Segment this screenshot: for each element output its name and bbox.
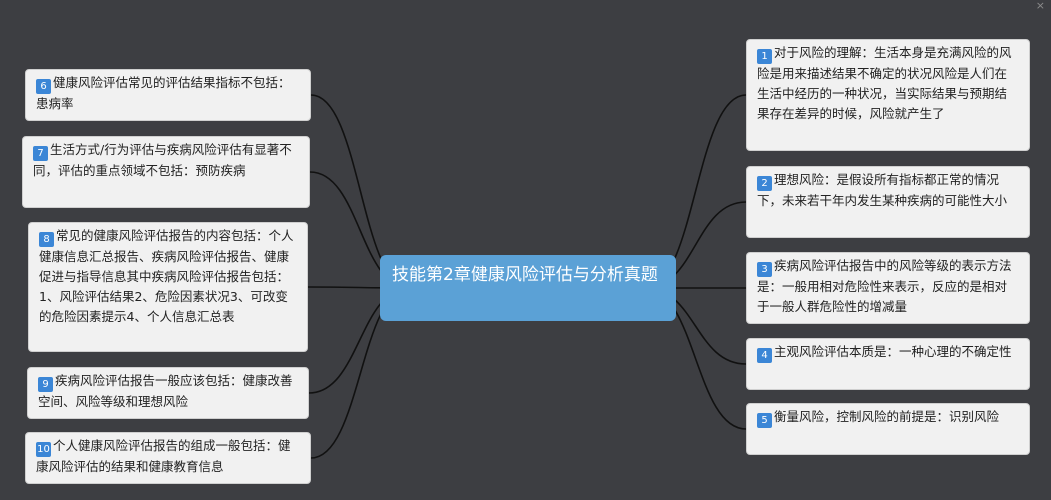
number-badge: 1 (757, 49, 772, 64)
node-text: 常见的健康风险评估报告的内容包括：个人健康信息汇总报告、疾病风险评估报告、健康促… (39, 228, 294, 324)
number-badge: 8 (39, 232, 54, 247)
node-text: 疾病风险评估报告中的风险等级的表示方法是：一般用相对危险性来表示，反应的是相对于… (757, 258, 1012, 314)
number-badge: 4 (757, 348, 772, 363)
close-icon[interactable]: × (1035, 0, 1045, 12)
node-text: 个人健康风险评估报告的组成一般包括：健康风险评估的结果和健康教育信息 (36, 438, 291, 474)
number-badge: 5 (757, 413, 772, 428)
number-badge: 10 (36, 442, 51, 457)
node-text: 主观风险评估本质是：一种心理的不确定性 (774, 344, 1012, 359)
number-badge: 2 (757, 176, 772, 191)
node-text: 衡量风险，控制风险的前提是：识别风险 (774, 409, 1000, 424)
node-text: 生活方式/行为评估与疾病风险评估有显著不同，评估的重点领域不包括：预防疾病 (33, 142, 292, 178)
central-topic[interactable]: 技能第2章健康风险评估与分析真题 (380, 255, 676, 321)
node-text: 健康风险评估常见的评估结果指标不包括：患病率 (36, 75, 291, 111)
number-badge: 9 (38, 377, 53, 392)
node-text: 理想风险：是假设所有指标都正常的情况下，未来若干年内发生某种疾病的可能性大小 (757, 172, 1008, 208)
node-text: 对于风险的理解：生活本身是充满风险的风险是用来描述结果不确定的状况风险是人们在生… (757, 45, 1012, 121)
central-topic-label: 技能第2章健康风险评估与分析真题 (392, 265, 658, 285)
node-text: 疾病风险评估报告一般应该包括：健康改善空间、风险等级和理想风险 (38, 373, 293, 409)
number-badge: 7 (33, 146, 48, 161)
number-badge: 6 (36, 79, 51, 94)
number-badge: 3 (757, 262, 772, 277)
